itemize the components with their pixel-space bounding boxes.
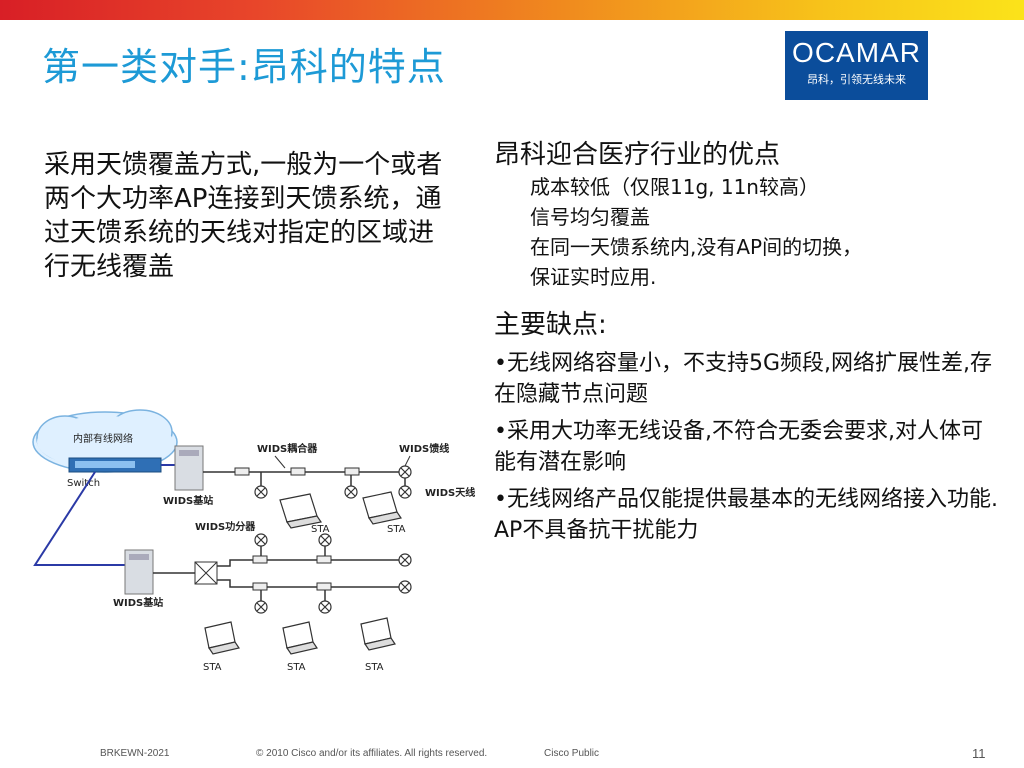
footer-copyright: © 2010 Cisco and/or its affiliates. All … [256, 748, 488, 759]
wids-base-station-bottom: WIDS基站 [113, 549, 163, 609]
cloud-label: 内部有线网络 [73, 432, 133, 445]
coverage-description: 采用天馈覆盖方式,一般为一个或者两个大功率AP连接到天馈系统，通过天馈系统的天线… [44, 150, 443, 282]
antenna-label: WIDS天线 [425, 486, 475, 499]
right-column: 昂科迎合医疗行业的优点 成本较低（仅限11g, 11n较高） 信号均匀覆盖 在同… [494, 138, 1004, 546]
disadvantage-item: •无线网络容量小，不支持5G频段,网络扩展性差,存在隐藏节点问题 [494, 351, 993, 407]
sta-label: STA [311, 524, 330, 535]
switch-label: Switch [67, 478, 100, 489]
disadvantage-item: •采用大功率无线设备,不符合无委会要求,对人体可能有潜在影响 [494, 419, 983, 475]
advantage-item: 在同一天馈系统内,没有AP间的切换， [530, 235, 863, 259]
wids-topology-diagram: 内部有线网络 Switch WIDS基站 WIDS基站 WIDS耦合器 WIDS… [32, 409, 475, 673]
advantages-heading: 昂科迎合医疗行业的优点 [494, 140, 781, 170]
advantage-item: 成本较低（仅限11g, 11n较高） [530, 175, 819, 199]
base-station-label: WIDS基站 [113, 596, 163, 609]
logo-tagline: 昂科，引领无线未来 [807, 73, 906, 86]
feeder-label: WIDS馈线 [399, 442, 449, 455]
slide-title: 第一类对手:昂科的特点 [42, 45, 446, 89]
sta-label: STA [203, 662, 222, 673]
top-gradient-bar [0, 0, 1024, 20]
footer-session: BRKEWN-2021 [100, 748, 170, 759]
switch-device: Switch [67, 457, 162, 489]
sta-label: STA [365, 662, 384, 673]
logo-brand: OCAMAR [792, 37, 921, 68]
sta-laptop-icons [204, 491, 402, 655]
footer-page-number: 11 [972, 746, 986, 761]
ocamar-logo: OCAMAR 昂科，引领无线未来 [785, 31, 928, 100]
sta-label: STA [387, 524, 406, 535]
wired-network-cloud: 内部有线网络 [32, 409, 178, 473]
disadvantage-item: •无线网络产品仅能提供最基本的无线网络接入功能. AP不具备抗干扰能力 [494, 487, 998, 543]
base-station-label: WIDS基站 [163, 494, 213, 507]
antenna-icons [254, 465, 412, 499]
disadvantages-heading: 主要缺点: [494, 310, 607, 340]
footer-classification: Cisco Public [544, 748, 600, 759]
advantage-item: 保证实时应用. [530, 265, 657, 289]
coupler-label: WIDS耦合器 [257, 442, 318, 455]
sta-label: STA [287, 662, 306, 673]
wids-base-station-top: WIDS基站 [163, 445, 213, 507]
advantage-item: 信号均匀覆盖 [530, 205, 650, 229]
splitter-label: WIDS功分器 [195, 520, 256, 533]
